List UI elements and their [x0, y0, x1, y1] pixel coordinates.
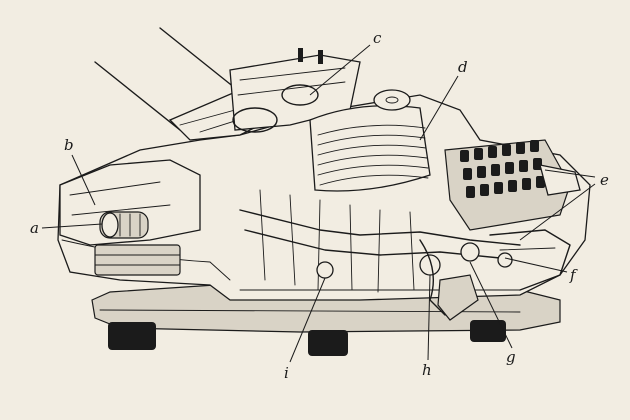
label-a: a	[30, 219, 39, 237]
platen-assembly	[229, 48, 361, 133]
machine-body	[57, 94, 591, 301]
label-c: c	[373, 29, 382, 47]
lever-linkages	[239, 189, 521, 321]
feet	[108, 320, 506, 356]
keyboard	[444, 139, 581, 231]
part-labels: a b c d e f g h i	[30, 29, 609, 382]
label-h: h	[422, 361, 432, 379]
carriage-knob	[99, 211, 149, 239]
label-b: b	[64, 136, 74, 154]
leader-lines	[41, 44, 596, 363]
label-f: f	[569, 266, 578, 284]
key-rows	[460, 140, 545, 198]
label-e: e	[600, 171, 609, 189]
type-basket	[309, 89, 431, 192]
right-frame	[489, 229, 571, 291]
label-d: d	[458, 58, 468, 76]
label-i: i	[284, 364, 289, 382]
carriage-housing	[59, 159, 201, 276]
label-g: g	[506, 348, 516, 366]
